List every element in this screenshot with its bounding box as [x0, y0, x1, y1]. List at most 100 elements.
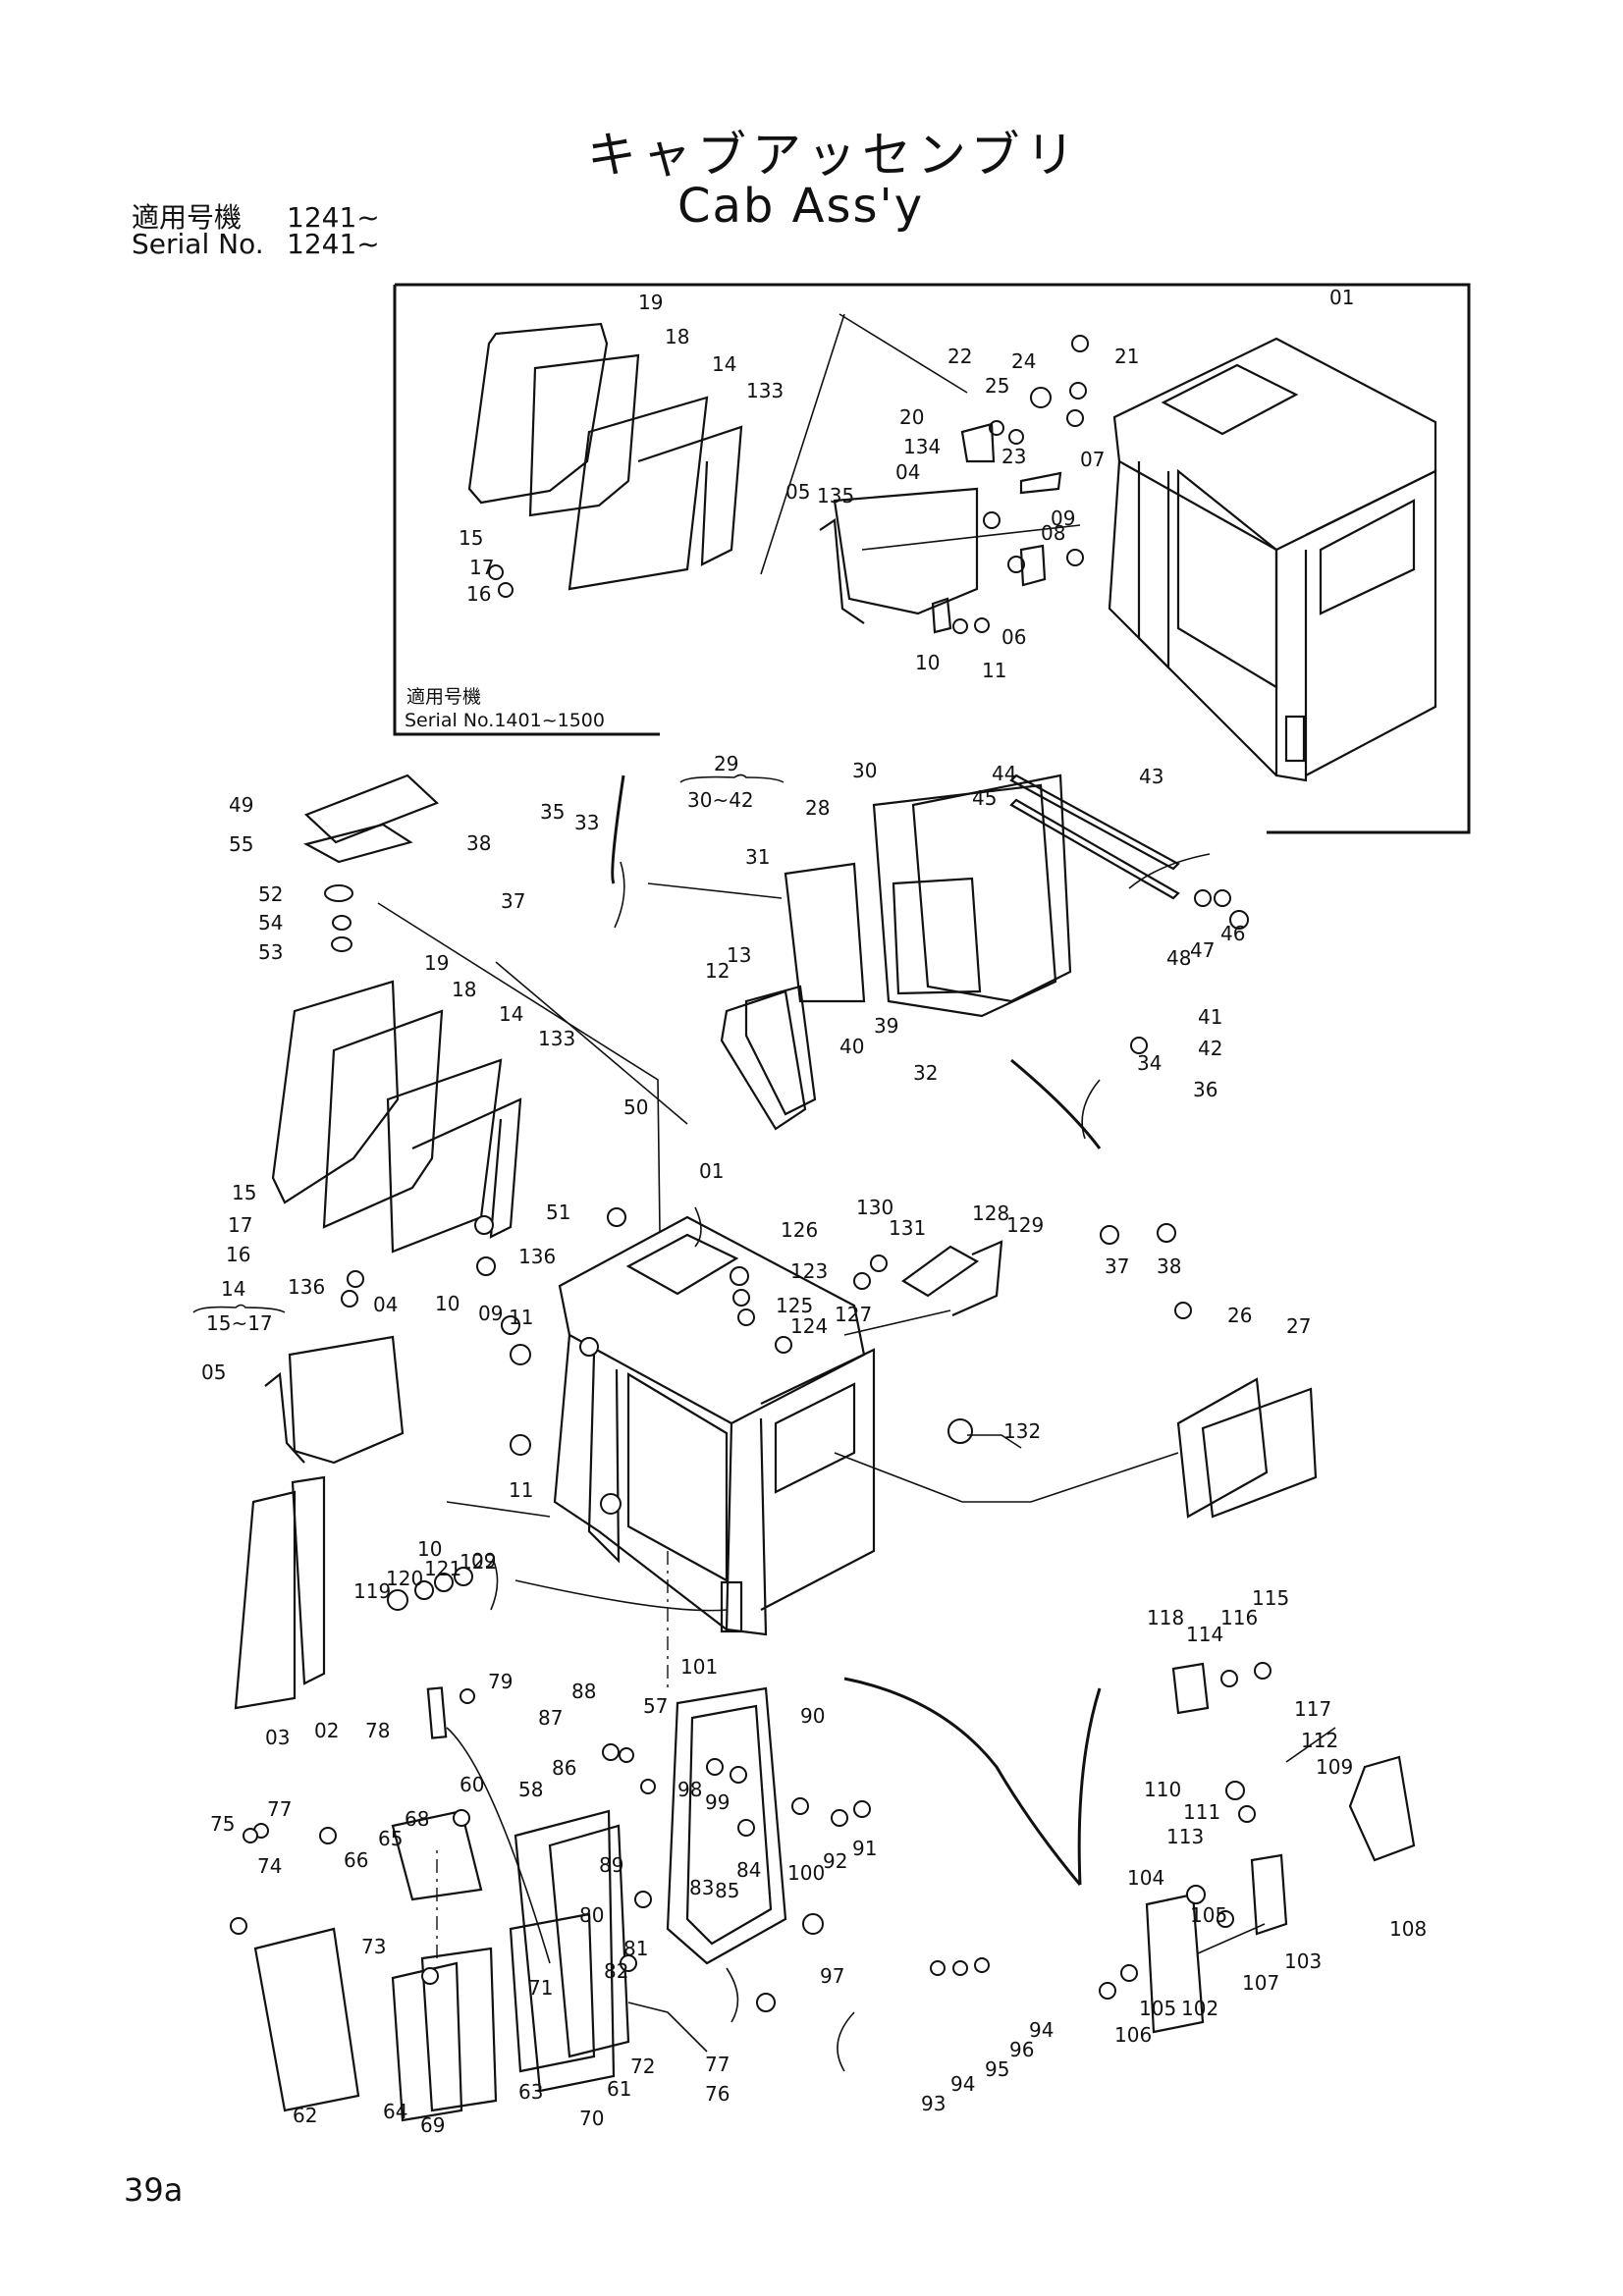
inset-door-glass-04 [833, 487, 979, 615]
inset-label-14: 14 [712, 352, 736, 376]
inset-window-glass-18 [528, 353, 640, 517]
callout-47: 47 [1190, 938, 1215, 962]
callout-92: 92 [823, 1849, 847, 1873]
callout-58: 58 [518, 1778, 543, 1801]
callout-18: 18 [452, 978, 476, 1001]
inset-label-23: 23 [1001, 445, 1026, 468]
inset-label-08: 08 [1041, 521, 1065, 545]
callout-119: 119 [353, 1579, 391, 1603]
callout-33: 33 [574, 811, 599, 834]
inset-label-10: 10 [915, 651, 940, 674]
callout-98: 98 [677, 1778, 702, 1801]
page-number: 39a [124, 2171, 184, 2209]
inset-label-133: 133 [746, 379, 784, 402]
serial-value-jp: 1241~ [287, 201, 380, 234]
callout-10a: 10 [435, 1292, 460, 1315]
callout-129: 129 [1006, 1213, 1044, 1237]
callout-11a: 11 [509, 1306, 533, 1329]
callout-57: 57 [643, 1694, 668, 1718]
callout-97: 97 [820, 1964, 844, 1988]
callout-43: 43 [1139, 765, 1163, 788]
title-english: Cab Ass'y [677, 179, 925, 234]
callout-65: 65 [378, 1827, 403, 1850]
callout-95: 95 [985, 2057, 1009, 2081]
callout-35: 35 [540, 800, 565, 824]
callout-51: 51 [546, 1201, 570, 1224]
callout-89: 89 [599, 1853, 623, 1877]
callout-19: 19 [424, 951, 449, 975]
callout-110: 110 [1144, 1778, 1181, 1801]
callout-121: 121 [424, 1557, 461, 1580]
callout-77a: 77 [267, 1797, 292, 1821]
group-label-29: 29 [714, 752, 738, 775]
inset-label-05: 05 [785, 480, 810, 504]
callout-128: 128 [972, 1201, 1009, 1225]
callout-48: 48 [1166, 946, 1191, 970]
callout-127: 127 [835, 1303, 872, 1326]
callout-131: 131 [889, 1216, 926, 1240]
callout-130: 130 [856, 1196, 893, 1219]
main-drawing [230, 774, 1416, 2122]
inset-window-seal-19 [467, 322, 609, 505]
callout-106: 106 [1114, 2023, 1152, 2047]
callout-72: 72 [630, 2055, 655, 2078]
callout-103: 103 [1284, 1949, 1322, 1973]
inset-note-serial: Serial No.1401~1500 [405, 710, 605, 731]
callout-116: 116 [1220, 1606, 1258, 1629]
serial-row-en: Serial No.1241~ [132, 228, 380, 260]
callout-120: 120 [386, 1567, 423, 1590]
callout-61: 61 [607, 2077, 631, 2101]
inset-label-135: 135 [817, 484, 854, 507]
callout-105a: 105 [1190, 1903, 1227, 1927]
callout-102: 102 [1181, 1997, 1218, 2020]
callout-49: 49 [229, 793, 253, 817]
callout-136b: 136 [288, 1275, 325, 1299]
callout-03: 03 [265, 1726, 290, 1749]
callout-46: 46 [1220, 922, 1245, 945]
callout-05: 05 [201, 1361, 226, 1384]
callout-16: 16 [226, 1243, 250, 1266]
callout-80: 80 [579, 1903, 604, 1927]
callout-01: 01 [699, 1159, 724, 1183]
inset-seal-05 [819, 518, 865, 624]
callout-74: 74 [257, 1854, 282, 1878]
callout-96: 96 [1009, 2038, 1034, 2061]
callout-126: 126 [781, 1218, 818, 1242]
callout-111: 111 [1183, 1800, 1220, 1824]
inset-label-04: 04 [895, 460, 920, 484]
serial-value-en: 1241~ [287, 228, 380, 260]
callout-76: 76 [705, 2082, 730, 2106]
callout-90: 90 [800, 1704, 825, 1728]
callout-83: 83 [689, 1876, 714, 1899]
inset-label-01: 01 [1329, 286, 1354, 309]
callout-09b: 09 [471, 1549, 496, 1573]
callout-62: 62 [293, 2104, 317, 2127]
callout-93: 93 [921, 2092, 946, 2115]
callout-125: 125 [776, 1294, 813, 1317]
inset-note-jp: 適用号機 [406, 686, 481, 708]
callout-77b: 77 [705, 2053, 730, 2076]
group-label-14: 14 [221, 1277, 245, 1301]
callout-40: 40 [839, 1035, 864, 1058]
callout-101: 101 [680, 1655, 718, 1679]
inset-label-134: 134 [903, 435, 941, 458]
callout-15: 15 [232, 1181, 256, 1204]
callout-13: 13 [727, 943, 751, 967]
callout-105b: 105 [1139, 1997, 1176, 2020]
callout-27: 27 [1286, 1314, 1311, 1338]
inset-window-frame-14 [568, 396, 709, 591]
inset-label-20: 20 [899, 405, 924, 429]
serial-label-jp: 適用号機 [132, 201, 243, 234]
inset-channel-133 [637, 425, 743, 566]
callout-52: 52 [258, 882, 283, 906]
callout-30: 30 [852, 759, 877, 782]
brace-29 [679, 774, 784, 783]
callout-123: 123 [790, 1259, 828, 1283]
callout-64: 64 [383, 2100, 407, 2123]
callouts: 01 02 03 04 05 09 09 10 10 11 11 12 13 1… [201, 759, 1427, 2137]
callout-41: 41 [1198, 1005, 1222, 1029]
callout-45: 45 [972, 786, 997, 810]
callout-39: 39 [874, 1014, 898, 1038]
inset-label-25: 25 [985, 374, 1009, 398]
callout-71: 71 [528, 1976, 553, 2000]
